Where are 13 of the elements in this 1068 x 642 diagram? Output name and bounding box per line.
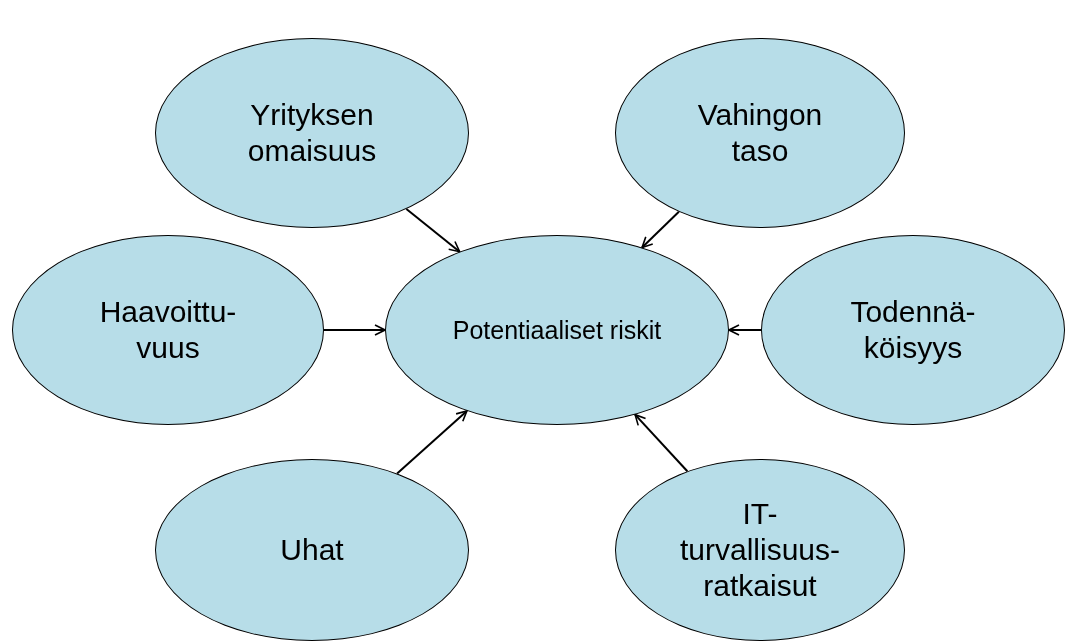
node-label: Vahingon taso [696,97,824,169]
arrow [405,207,461,253]
node-label: Haavoittu- vuus [98,294,238,366]
arrow [641,210,680,249]
node-label: Todennä- köisyys [849,294,977,366]
node-label: Uhat [279,532,345,568]
arrow [323,324,386,336]
arrow [728,324,762,336]
node-label: Yrityksen omaisuus [246,97,378,169]
arrow [634,413,689,473]
arrow [396,409,468,475]
node-label: Potentiaaliset riskit [451,315,663,345]
node-label: IT- turvallisuus- ratkaisut [678,496,842,604]
